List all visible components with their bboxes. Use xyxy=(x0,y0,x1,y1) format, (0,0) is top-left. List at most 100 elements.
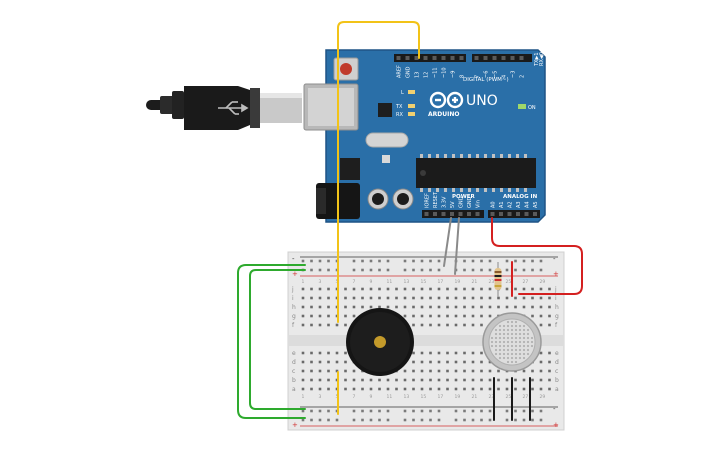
column-number-top: 29 xyxy=(540,279,546,285)
terminal-hole xyxy=(310,351,313,355)
row-letter-left: i xyxy=(292,295,294,302)
row-letter-left: a xyxy=(292,386,296,393)
terminal-hole xyxy=(378,287,381,291)
usb-cable[interactable] xyxy=(146,86,302,130)
mesh-dot xyxy=(522,324,526,328)
rail-hole xyxy=(386,409,390,413)
terminal-hole xyxy=(471,287,475,291)
terminal-hole xyxy=(420,387,424,391)
mesh-dot xyxy=(526,352,530,356)
mesh-dot xyxy=(522,356,526,360)
reset-button[interactable] xyxy=(333,57,359,81)
mesh-dot xyxy=(506,328,510,332)
terminal-hole xyxy=(420,323,424,327)
sensor-mesh xyxy=(490,320,534,364)
terminal-hole xyxy=(369,387,373,391)
row-letter-left: j xyxy=(291,286,294,293)
terminal-hole xyxy=(548,351,551,355)
analog-header xyxy=(488,210,540,218)
terminal-hole xyxy=(403,378,407,382)
terminal-hole xyxy=(471,387,475,391)
terminal-hole xyxy=(420,296,424,300)
terminal-hole xyxy=(403,369,407,373)
mesh-dot xyxy=(502,332,506,336)
rail-hole xyxy=(437,418,441,422)
terminal-hole xyxy=(429,360,432,364)
terminal-hole xyxy=(514,387,517,391)
mesh-dot xyxy=(514,344,518,348)
digital-pin-label-3: 12 xyxy=(424,72,430,78)
wires xyxy=(237,21,583,421)
rail-minus-bottom-right: - xyxy=(553,405,556,413)
power-pin-label-2: 3.3V xyxy=(442,196,448,208)
terminal-hole xyxy=(522,305,526,309)
terminal-hole xyxy=(531,287,534,291)
terminal-hole xyxy=(403,287,407,291)
rail-hole xyxy=(420,418,424,422)
row-letter-left: g xyxy=(292,313,296,320)
terminal-hole xyxy=(480,314,483,318)
column-number-top: 1 xyxy=(302,279,305,285)
rail-hole xyxy=(531,409,534,413)
mesh-dot xyxy=(506,348,510,352)
column-number-bottom: 1 xyxy=(302,394,305,400)
mesh-dot xyxy=(494,348,498,352)
terminal-hole xyxy=(318,314,322,318)
on-led xyxy=(518,104,526,109)
mesh-dot xyxy=(506,340,510,344)
row-letter-left: b xyxy=(292,377,296,384)
mesh-dot xyxy=(514,348,518,352)
rail-hole xyxy=(352,409,356,413)
terminal-hole xyxy=(497,296,500,300)
terminal-hole xyxy=(420,369,424,373)
terminal-hole xyxy=(454,360,458,364)
terminal-hole xyxy=(463,387,466,391)
terminal-hole xyxy=(344,314,347,318)
terminal-hole xyxy=(327,369,330,373)
terminal-hole xyxy=(531,369,534,373)
rail-hole xyxy=(412,418,415,422)
terminal-hole xyxy=(420,287,424,291)
terminal-hole xyxy=(420,360,424,364)
terminal-hole xyxy=(463,369,466,373)
rail-hole xyxy=(412,268,415,272)
analog-pin-label-0: A0 xyxy=(491,201,497,208)
rail-hole xyxy=(514,268,517,272)
column-number-bottom: 23 xyxy=(489,394,495,400)
terminal-hole xyxy=(437,323,441,327)
terminal-hole xyxy=(454,323,458,327)
rail-hole xyxy=(318,268,322,272)
mesh-dot xyxy=(506,336,510,340)
l-label: L xyxy=(401,90,404,96)
terminal-hole xyxy=(318,351,322,355)
terminal-hole xyxy=(327,305,330,309)
gas-sensor[interactable] xyxy=(482,312,542,372)
terminal-hole xyxy=(480,351,483,355)
rail-hole xyxy=(463,418,466,422)
rx-label: RX xyxy=(396,112,403,118)
terminal-hole xyxy=(361,287,364,291)
piezo-buzzer[interactable] xyxy=(346,308,414,376)
column-number-top: 13 xyxy=(404,279,410,285)
terminal-hole xyxy=(361,305,364,309)
terminal-hole xyxy=(429,296,432,300)
terminal-hole xyxy=(420,351,424,355)
terminal-hole xyxy=(386,287,390,291)
l-led xyxy=(408,90,415,94)
terminal-hole xyxy=(344,369,347,373)
resistor[interactable] xyxy=(494,262,502,297)
rail-hole xyxy=(488,409,492,413)
terminal-hole xyxy=(344,387,347,391)
terminal-hole xyxy=(412,296,415,300)
terminal-hole xyxy=(395,305,398,309)
mesh-dot xyxy=(498,328,502,332)
gray-wire-2 xyxy=(454,217,460,275)
tx-pin-label: TX▶1 xyxy=(534,52,540,67)
rail-hole xyxy=(352,259,356,263)
mesh-dot xyxy=(526,344,530,348)
terminal-hole xyxy=(446,378,449,382)
terminal-hole xyxy=(335,369,339,373)
terminal-hole xyxy=(446,387,449,391)
